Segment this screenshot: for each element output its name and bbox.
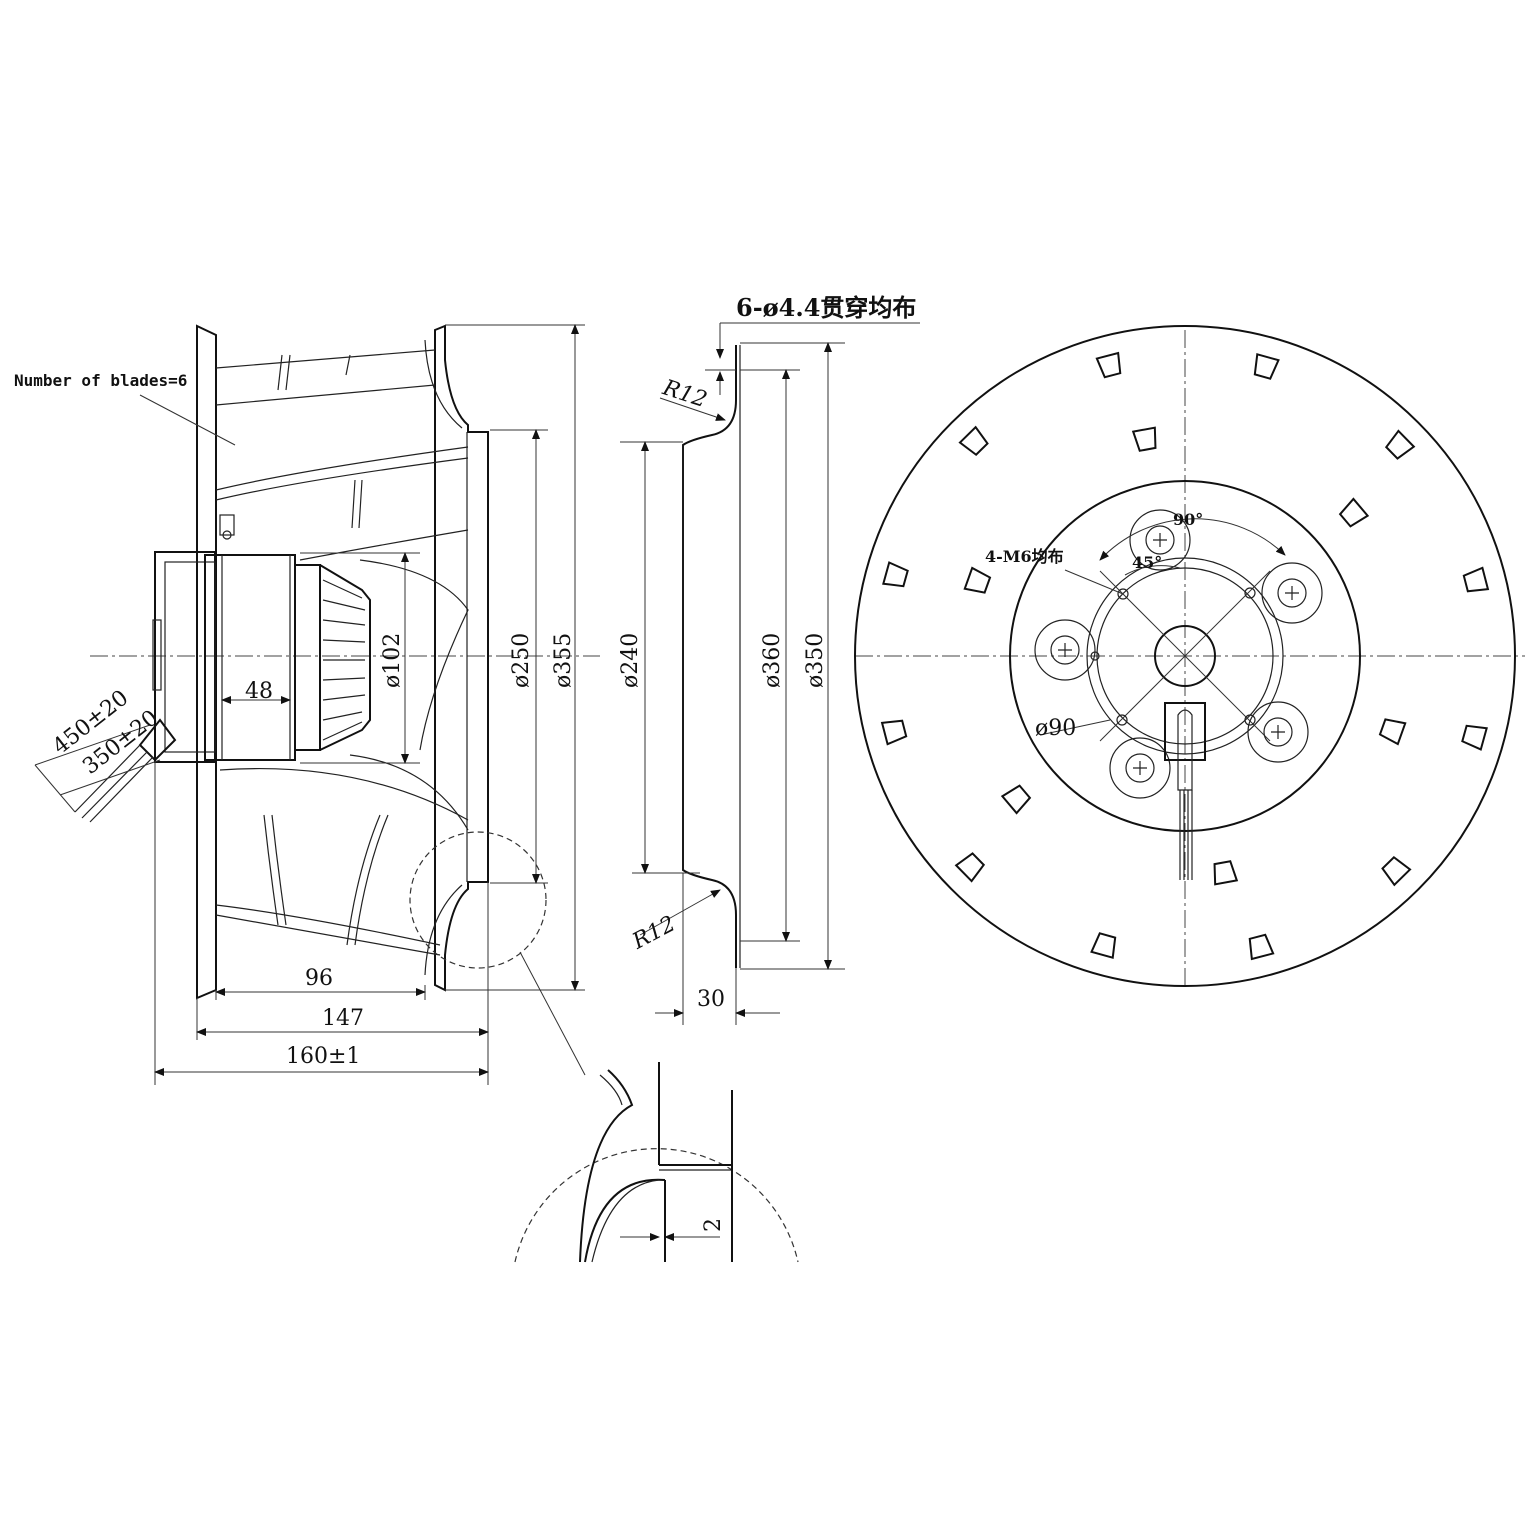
blades-note: Number of blades=6 (14, 371, 187, 390)
detail-view: 2 (514, 1062, 799, 1263)
inlet-slot-10 (882, 561, 909, 588)
dim-96: 96 (305, 966, 333, 991)
mount-note: 4-M6均布 (985, 547, 1064, 566)
inlet-slot-1 (1253, 353, 1280, 380)
mount-boss-right (1261, 562, 1323, 624)
angle-90: 90° (1173, 510, 1203, 529)
inlet-slot-14 (1338, 497, 1370, 528)
inlet-slot-12 (1095, 351, 1122, 379)
dim-d90: ø90 (1035, 716, 1076, 741)
dim-48: 48 (245, 679, 273, 704)
inlet-slot-15 (1378, 718, 1407, 746)
front-view: 90° 45° 4-M6均布 ø90 (854, 325, 1525, 990)
inlet-slot-4 (1461, 724, 1488, 751)
mount-boss-left (1034, 619, 1096, 681)
holes-note: 6-ø4.4贯穿均布 (736, 293, 916, 322)
dim-d355: ø355 (551, 633, 576, 688)
dim-160: 160±1 (286, 1044, 360, 1069)
dim-2: 2 (701, 1218, 726, 1232)
dim-30: 30 (697, 987, 725, 1012)
angle-45: 45° (1132, 553, 1162, 572)
inlet-slot-9 (880, 719, 908, 746)
mount-boss-bottom-right (1247, 701, 1309, 763)
dim-r12-bottom: R12 (630, 910, 677, 956)
dim-r12-top: R12 (657, 375, 713, 412)
inlet-slot-18 (963, 566, 992, 594)
inlet-slot-2 (1384, 429, 1416, 460)
dim-d350: ø350 (803, 633, 828, 688)
inlet-slot-11 (958, 425, 989, 457)
section-view: 6-ø4.4贯穿均布 R12 R12 ø240 ø360 ø350 30 (618, 293, 920, 1025)
inlet-slot-8 (954, 852, 986, 883)
inlet-slot-6 (1248, 933, 1275, 961)
inlet-slot-16 (1213, 860, 1239, 886)
inlet-slot-13 (1131, 426, 1157, 452)
mount-boss-bottom-left (1109, 737, 1171, 799)
dim-d102: ø102 (380, 633, 405, 688)
inlet-slot-7 (1090, 932, 1117, 959)
dim-d250: ø250 (509, 633, 534, 688)
dim-147: 147 (322, 1006, 364, 1031)
inlet-slot-5 (1381, 855, 1412, 887)
dim-d240: ø240 (618, 633, 643, 688)
inlet-slot-17 (1000, 784, 1032, 815)
inlet-slot-3 (1462, 566, 1490, 593)
dim-d360: ø360 (760, 633, 785, 688)
side-view: Number of blades=6 48 ø102 ø250 ø355 96 … (14, 324, 600, 1085)
